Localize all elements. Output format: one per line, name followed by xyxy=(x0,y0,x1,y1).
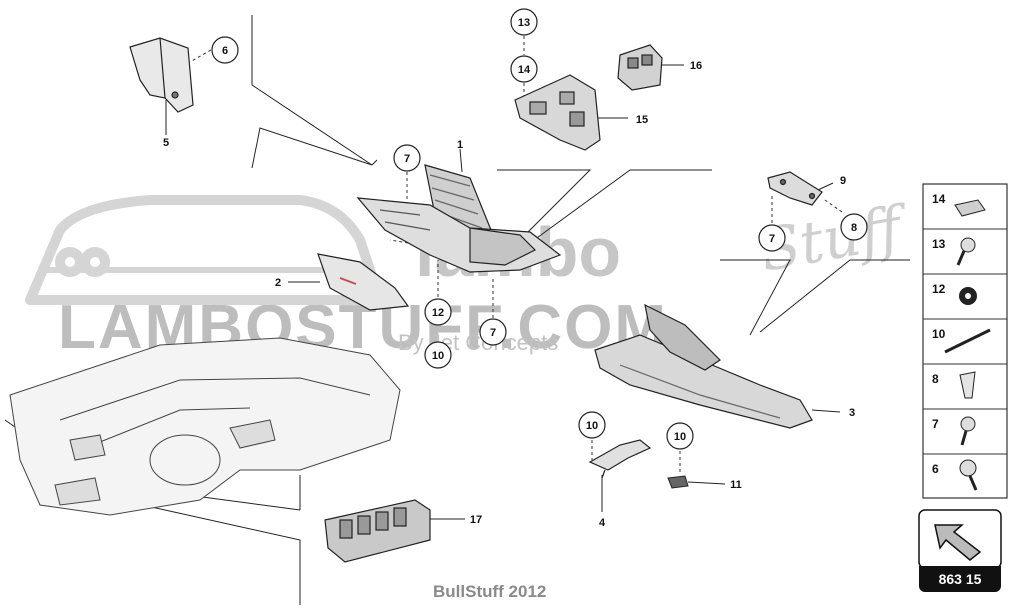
callout-16: 16 xyxy=(690,60,702,72)
callout-13: 13 xyxy=(510,8,538,36)
part-17-switch-bank xyxy=(324,499,431,563)
plain-leaders xyxy=(165,64,841,520)
legend-row-14: 14 xyxy=(932,192,986,217)
plain-callouts: 1 2 3 4 5 9 11 15 16 17 xyxy=(163,60,855,529)
car-watermark xyxy=(25,195,385,305)
svg-text:12: 12 xyxy=(932,282,946,296)
legend-row-7: 7 xyxy=(932,416,976,446)
part-9-bracket xyxy=(767,171,823,206)
callout-7-mid: 7 xyxy=(479,318,507,346)
leader-lines xyxy=(4,15,910,605)
svg-text:7: 7 xyxy=(769,233,775,245)
svg-text:10: 10 xyxy=(586,420,598,432)
legend-row-13: 13 xyxy=(932,237,976,266)
callout-8: 8 xyxy=(840,213,868,241)
legend-row-10: 10 xyxy=(932,327,991,354)
legend-row-12: 12 xyxy=(932,282,977,305)
dashboard-outline xyxy=(9,337,401,516)
callout-3: 3 xyxy=(849,407,855,419)
svg-text:8: 8 xyxy=(932,372,939,386)
svg-text:8: 8 xyxy=(851,222,857,234)
svg-text:7: 7 xyxy=(490,327,496,339)
reference-code: 863 15 xyxy=(919,566,1001,592)
callout-7-top: 7 xyxy=(393,144,421,172)
part-15-switch-panel xyxy=(514,74,601,151)
svg-text:7: 7 xyxy=(404,153,410,165)
callout-6: 6 xyxy=(211,36,239,64)
callout-12: 12 xyxy=(424,298,452,326)
svg-text:13: 13 xyxy=(518,17,530,29)
callout-5: 5 xyxy=(163,137,169,149)
legend-row-8: 8 xyxy=(932,371,976,399)
nav-arrow-box xyxy=(918,509,1002,569)
part-2-trim xyxy=(317,253,410,311)
watermark-subline: By Jet Concepts xyxy=(398,330,559,355)
svg-text:6: 6 xyxy=(932,462,939,476)
part-3-cover xyxy=(594,303,813,429)
callout-9: 9 xyxy=(840,175,846,187)
callout-2: 2 xyxy=(275,277,281,289)
callout-10-bottom-b: 10 xyxy=(666,422,694,450)
svg-text:10: 10 xyxy=(932,327,946,341)
arrow-icon xyxy=(934,524,982,561)
callout-4: 4 xyxy=(599,517,606,529)
svg-text:7: 7 xyxy=(932,417,939,431)
svg-text:14: 14 xyxy=(932,192,946,206)
callout-7-right: 7 xyxy=(758,224,786,252)
callout-14: 14 xyxy=(510,55,538,83)
svg-text:14: 14 xyxy=(518,64,531,76)
part-4-bracket xyxy=(588,439,652,479)
svg-text:12: 12 xyxy=(432,307,444,319)
part-5-bracket xyxy=(129,37,194,113)
part-1-console-frame xyxy=(356,164,562,273)
fastener-legend: 14 13 12 10 8 7 6 xyxy=(922,183,1008,499)
callout-1: 1 xyxy=(457,139,463,151)
svg-text:6: 6 xyxy=(222,45,228,57)
part-11-clip xyxy=(667,475,689,489)
callout-15: 15 xyxy=(636,114,648,126)
footer-credit: BullStuff 2012 xyxy=(433,582,547,601)
callout-10-bottom-a: 10 xyxy=(578,411,606,439)
svg-text:10: 10 xyxy=(674,431,686,443)
callout-11: 11 xyxy=(730,479,742,491)
part-16-switch xyxy=(617,44,663,91)
svg-text:13: 13 xyxy=(932,237,946,251)
circled-callouts: 13 14 6 7 7 7 8 12 10 10 10 xyxy=(211,8,868,450)
svg-text:10: 10 xyxy=(432,350,444,362)
legend-row-6: 6 xyxy=(932,459,978,491)
callout-17: 17 xyxy=(470,514,482,526)
dashed-leaders xyxy=(189,36,843,475)
callout-10-left: 10 xyxy=(424,341,452,369)
